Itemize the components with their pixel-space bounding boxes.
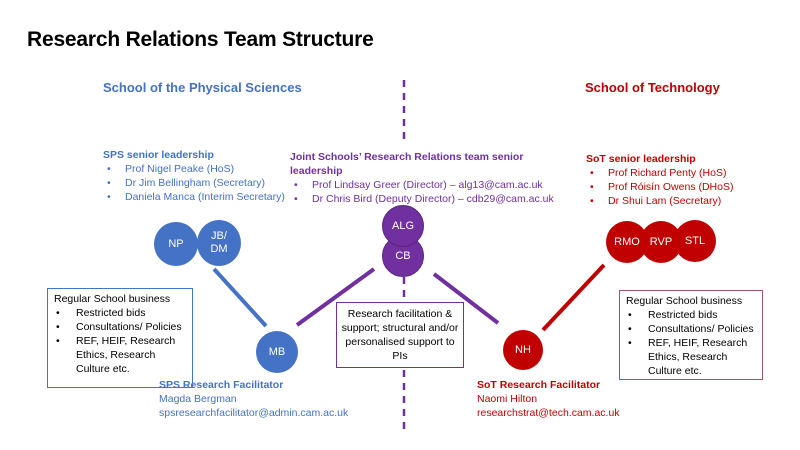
node-jbdm-label: JB/ DM xyxy=(210,230,228,255)
sps-leadership: SPS senior leadership Prof Nigel Peake (… xyxy=(103,148,293,204)
school-technology-heading: School of Technology xyxy=(585,80,720,95)
sps-facilitator-name: Magda Bergman xyxy=(159,393,237,405)
connector-cb-mb xyxy=(295,267,376,327)
sps-facilitator-heading: SPS Research Facilitator xyxy=(159,379,284,391)
sot-facilitator: SoT Research Facilitator Naomi Hilton re… xyxy=(477,378,620,420)
list-item: Restricted bids xyxy=(54,306,186,320)
sps-facilitator-email: spsresearchfacilitator@admin.cam.ac.uk xyxy=(159,407,349,419)
list-item: Prof Richard Penty (HoS) xyxy=(586,166,776,180)
list-item: Prof Nigel Peake (HoS) xyxy=(103,162,293,176)
sps-leadership-heading: SPS senior leadership xyxy=(103,149,214,161)
page-title: Research Relations Team Structure xyxy=(27,28,374,51)
list-item: Prof Lindsay Greer (Director) – alg13@ca… xyxy=(290,178,565,192)
sot-facilitator-email: researchstrat@tech.cam.ac.uk xyxy=(477,407,620,419)
business-box-heading: Regular School business xyxy=(626,295,743,307)
list-item: REF, HEIF, Research Ethics, Research Cul… xyxy=(54,334,186,376)
node-np: NP xyxy=(154,222,198,266)
connector-rmo-nh xyxy=(541,263,606,332)
sps-facilitator: SPS Research Facilitator Magda Bergman s… xyxy=(159,378,348,420)
node-mb: MB xyxy=(256,331,298,373)
list-item: Dr Shui Lam (Secretary) xyxy=(586,194,776,208)
sot-leadership-heading: SoT senior leadership xyxy=(586,153,696,165)
list-item: Daniela Manca (Interim Secretary) xyxy=(103,190,293,204)
list-item: Consultations/ Policies xyxy=(54,320,186,334)
list-item: Dr Chris Bird (Deputy Director) – cdb29@… xyxy=(290,192,565,206)
sot-facilitator-name: Naomi Hilton xyxy=(477,393,538,405)
list-item: REF, HEIF, Research Ethics, Research Cul… xyxy=(626,336,756,378)
node-rvp: RVP xyxy=(640,221,682,263)
node-alg: ALG xyxy=(382,205,424,247)
list-item: Restricted bids xyxy=(626,308,756,322)
joint-leadership-heading: Joint Schools’ Research Relations team s… xyxy=(290,151,524,177)
joint-leadership: Joint Schools’ Research Relations team s… xyxy=(290,150,565,206)
node-jbdm: JB/ DM xyxy=(197,220,241,266)
central-support-box: Research facilitation & support; structu… xyxy=(336,302,464,368)
business-box-heading: Regular School business xyxy=(54,293,171,305)
sot-leadership: SoT senior leadership Prof Richard Penty… xyxy=(586,152,776,208)
school-physical-sciences-heading: School of the Physical Sciences xyxy=(103,80,302,95)
sot-business-box: Regular School business Restricted bids … xyxy=(619,290,763,380)
connector-cb-nh xyxy=(432,272,500,325)
node-stl: STL xyxy=(674,220,716,262)
node-nh: NH xyxy=(503,330,543,370)
list-item: Dr Jim Bellingham (Secretary) xyxy=(103,176,293,190)
list-item: Consultations/ Policies xyxy=(626,322,756,336)
sps-business-box: Regular School business Restricted bids … xyxy=(47,288,193,388)
connector-jbdm-mb xyxy=(212,267,268,328)
list-item: Prof Róisín Owens (DHoS) xyxy=(586,180,776,194)
sot-facilitator-heading: SoT Research Facilitator xyxy=(477,379,601,391)
